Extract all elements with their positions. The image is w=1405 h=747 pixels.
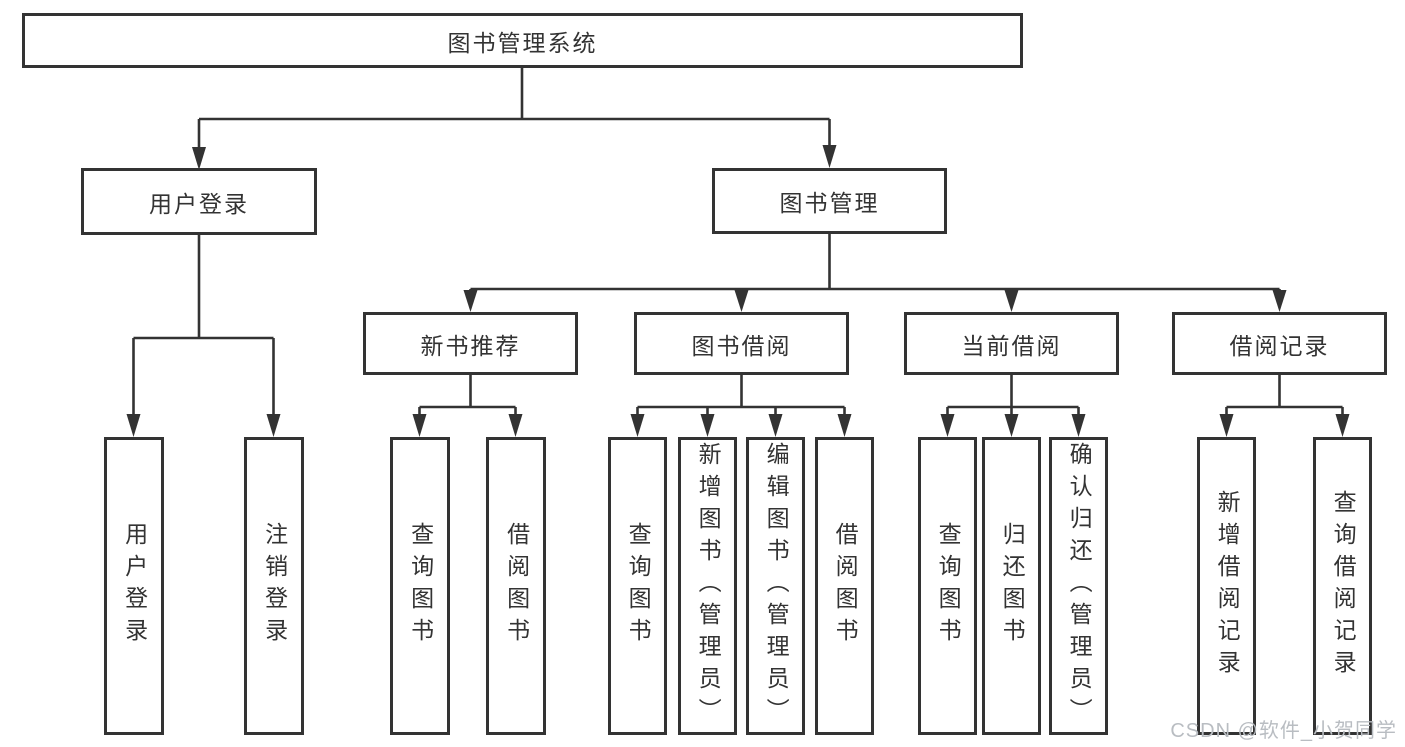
leaf-query-books-current: 查询图书 (918, 437, 977, 735)
node-current-borrow-label: 当前借阅 (961, 332, 1062, 359)
leaf-add-borrow-record: 新增借阅记录 (1197, 437, 1256, 735)
leaf-add-book-admin: 新增图书（管理员） (678, 437, 737, 735)
node-book-management: 图书管理 (712, 168, 947, 234)
leaf-edit-book-admin: 编辑图书（管理员） (746, 437, 805, 735)
node-borrow-records: 借阅记录 (1172, 312, 1387, 375)
node-library-system: 图书管理系统 (22, 13, 1023, 68)
leaf-query-borrow-record-label: 查询借阅记录 (1330, 490, 1357, 682)
node-user-login: 用户登录 (81, 168, 317, 235)
leaf-confirm-return-admin: 确认归还（管理员） (1049, 437, 1108, 735)
node-borrow-records-label: 借阅记录 (1229, 332, 1330, 359)
leaf-logout-label: 注销登录 (261, 522, 288, 650)
leaf-query-books-borrow: 查询图书 (608, 437, 667, 735)
node-library-system-label: 图书管理系统 (447, 29, 598, 56)
leaf-edit-book-admin-label: 编辑图书（管理员） (763, 442, 790, 730)
leaf-add-book-admin-label: 新增图书（管理员） (695, 442, 722, 730)
csdn-watermark: CSDN @软件_小贺同学 (1170, 720, 1397, 742)
leaf-confirm-return-admin-label: 确认归还（管理员） (1066, 442, 1093, 730)
leaf-borrow-books-borrow: 借阅图书 (815, 437, 874, 735)
leaf-logout: 注销登录 (244, 437, 304, 735)
leaf-return-books-label: 归还图书 (999, 522, 1026, 650)
leaf-query-books-recommend-label: 查询图书 (407, 522, 434, 650)
leaf-borrow-books-recommend: 借阅图书 (486, 437, 546, 735)
node-book-borrow-label: 图书借阅 (691, 332, 792, 359)
node-user-login-label: 用户登录 (149, 190, 249, 217)
node-current-borrow: 当前借阅 (904, 312, 1119, 375)
leaf-query-borrow-record: 查询借阅记录 (1313, 437, 1372, 735)
leaf-borrow-books-recommend-label: 借阅图书 (503, 522, 530, 650)
node-new-book-recommend: 新书推荐 (363, 312, 578, 375)
node-book-management-label: 图书管理 (779, 190, 880, 216)
leaf-user-login-label: 用户登录 (121, 522, 148, 650)
node-new-book-recommend-label: 新书推荐 (420, 332, 521, 359)
leaf-add-borrow-record-label: 新增借阅记录 (1214, 490, 1241, 682)
leaf-return-books: 归还图书 (982, 437, 1041, 735)
arrowheads (126, 145, 1350, 437)
leaf-borrow-books-borrow-label: 借阅图书 (832, 522, 859, 650)
leaf-query-books-recommend: 查询图书 (390, 437, 450, 735)
leaf-query-books-borrow-label: 查询图书 (625, 522, 652, 650)
leaf-user-login: 用户登录 (104, 437, 164, 735)
leaf-query-books-current-label: 查询图书 (935, 522, 962, 650)
node-book-borrow: 图书借阅 (634, 312, 849, 375)
